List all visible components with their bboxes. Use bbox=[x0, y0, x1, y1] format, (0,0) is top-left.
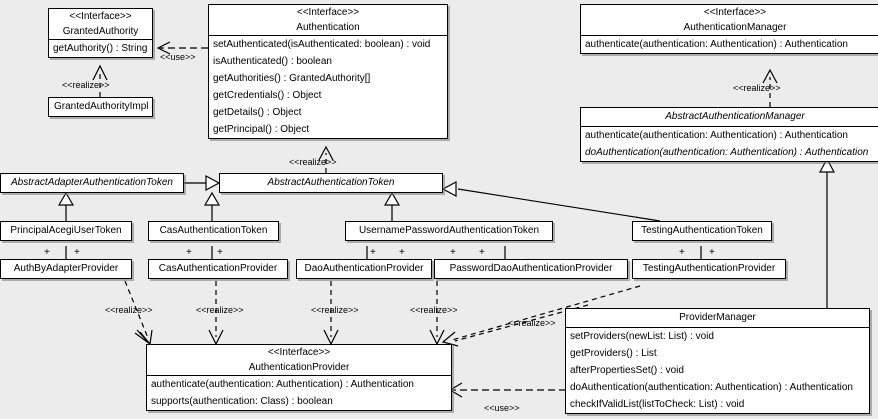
operation-row: getPrincipal() : Object bbox=[213, 124, 310, 135]
stereotype-label: <<Interface>> bbox=[267, 347, 331, 358]
operation-row: doAuthentication(authentication: Authent… bbox=[570, 382, 853, 393]
class-name-label: ProviderManager bbox=[679, 312, 756, 323]
edge-principalacegi-extends-adaptertoken bbox=[57, 191, 75, 221]
class-name-label: DaoAuthenticationProvider bbox=[304, 263, 424, 274]
edge-label-realize-passworddaoprovider: <<realize>> bbox=[410, 305, 458, 315]
class-abstract-authentication-manager[interactable]: AbstractAuthenticationManager authentica… bbox=[580, 107, 878, 162]
operation-row: getCredentials() : Object bbox=[213, 90, 322, 101]
class-principal-acegi-user-token[interactable]: PrincipalAcegiUserToken bbox=[0, 221, 132, 241]
class-name-label: AbstractAdapterAuthenticationToken bbox=[11, 177, 173, 188]
operation-row: isAuthenticated() : boolean bbox=[213, 56, 332, 67]
edge-testingtoken-extends-abstractauthtoken bbox=[441, 180, 661, 222]
class-header: <<Interface>> Authentication bbox=[209, 5, 447, 35]
class-name-label: PasswordDaoAuthenticationProvider bbox=[449, 263, 613, 274]
association-mark: + bbox=[450, 247, 456, 258]
operation-row: authenticate(authentication: Authenticat… bbox=[585, 130, 848, 141]
class-auth-by-adapter-provider[interactable]: AuthByAdapterProvider bbox=[0, 259, 132, 279]
operation-row: getProviders() : List bbox=[570, 348, 657, 359]
class-name-label: AbstractAuthenticationManager bbox=[665, 111, 805, 122]
operation-row: getAuthority() : String bbox=[53, 43, 148, 54]
operation-row: getDetails() : Object bbox=[213, 107, 302, 118]
operations-compartment: setProviders(newList: List) : void getPr… bbox=[566, 328, 869, 413]
association-mark: + bbox=[399, 247, 405, 258]
class-header: <<Interface>> AuthenticationProvider bbox=[147, 345, 451, 375]
class-name-label: CasAuthenticationProvider bbox=[158, 263, 278, 274]
compartment-divider bbox=[147, 375, 451, 376]
class-name-label: GrantedAuthority bbox=[62, 26, 139, 37]
class-username-password-authentication-token[interactable]: UsernamePasswordAuthenticationToken bbox=[345, 221, 553, 241]
association-mark: + bbox=[709, 247, 715, 258]
class-abstract-authentication-token[interactable]: AbstractAuthenticationToken bbox=[219, 173, 443, 193]
edge-label-use-providermanager: <<use>> bbox=[484, 403, 520, 413]
class-name-label: CasAuthenticationToken bbox=[159, 225, 268, 236]
compartment-divider bbox=[49, 39, 152, 40]
edge-adaptertoken-extends-abstractauthtoken bbox=[184, 174, 221, 192]
class-authentication-provider[interactable]: <<Interface>> AuthenticationProvider aut… bbox=[146, 344, 452, 411]
class-name-label: UsernamePasswordAuthenticationToken bbox=[358, 225, 540, 236]
class-header: <<Interface>> GrantedAuthority bbox=[49, 9, 152, 39]
class-abstract-adapter-authentication-token[interactable]: AbstractAdapterAuthenticationToken bbox=[0, 173, 184, 193]
class-name-label: TestingAuthenticationToken bbox=[641, 225, 763, 236]
class-name-label: AuthenticationManager bbox=[683, 22, 787, 33]
class-name-label: AbstractAuthenticationToken bbox=[267, 177, 395, 188]
operation-row: authenticate(authentication: Authenticat… bbox=[585, 39, 848, 50]
edge-providermanager-extends-abstractauthmanager bbox=[818, 157, 836, 308]
class-name-label: GrantedAuthorityImpl bbox=[54, 101, 149, 112]
class-dao-authentication-provider[interactable]: DaoAuthenticationProvider bbox=[296, 259, 432, 279]
compartment-divider bbox=[566, 327, 869, 328]
stereotype-label: <<Interface>> bbox=[69, 11, 132, 22]
association-mark: + bbox=[217, 247, 223, 258]
class-granted-authority[interactable]: <<Interface>> GrantedAuthority getAuthor… bbox=[48, 8, 153, 58]
compartment-divider bbox=[581, 126, 878, 127]
operation-row: setAuthenticated(isAuthenticated: boolea… bbox=[213, 39, 431, 50]
association-mark: + bbox=[44, 247, 50, 258]
class-authentication[interactable]: <<Interface>> Authentication setAuthenti… bbox=[208, 4, 448, 139]
operations-compartment: setAuthenticated(isAuthenticated: boolea… bbox=[209, 36, 447, 138]
edge-castoken-extends-abstractauthtoken bbox=[203, 191, 221, 221]
edge-usernamepasswordtoken-extends-abstractauthtoken bbox=[383, 191, 401, 221]
operations-compartment: authenticate(authentication: Authenticat… bbox=[581, 36, 878, 53]
association-mark: + bbox=[370, 247, 376, 258]
operation-row: afterPropertiesSet() : void bbox=[570, 365, 684, 376]
edge-label-realize-casprovider: <<realize>> bbox=[196, 305, 244, 315]
class-testing-authentication-token[interactable]: TestingAuthenticationToken bbox=[632, 221, 772, 241]
edge-label-realize-daoprovider: <<realize>> bbox=[311, 305, 359, 315]
operation-row: getAuthorities() : GrantedAuthority[] bbox=[213, 73, 371, 84]
class-provider-manager[interactable]: ProviderManager setProviders(newList: Li… bbox=[565, 308, 870, 414]
association-mark: + bbox=[74, 247, 80, 258]
edge-label-realize-grantedauthorityimpl: <<realize>> bbox=[62, 80, 110, 90]
association-mark: + bbox=[479, 247, 485, 258]
class-name-label: PrincipalAcegiUserToken bbox=[10, 225, 122, 236]
edge-label-realize-authbyadapter: <<realize>> bbox=[105, 305, 153, 315]
operation-row: setProviders(newList: List) : void bbox=[570, 331, 714, 342]
association-mark: + bbox=[186, 247, 192, 258]
edge-label-use-grantedauthority: <<use>> bbox=[160, 52, 196, 62]
stereotype-label: <<Interface>> bbox=[703, 7, 767, 18]
edge-label-realize-abstractauthtoken: <<realize>> bbox=[289, 157, 337, 167]
edge-label-realize-abstractauthmanager: <<realize>> bbox=[733, 83, 781, 93]
edge-label-realize-providermanager: <<realize>> bbox=[508, 318, 556, 328]
operations-compartment: authenticate(authentication: Authenticat… bbox=[147, 376, 451, 410]
operation-row: authenticate(authentication: Authenticat… bbox=[151, 379, 414, 390]
class-name-label: AuthByAdapterProvider bbox=[13, 263, 119, 274]
class-testing-authentication-provider[interactable]: TestingAuthenticationProvider bbox=[632, 259, 786, 279]
compartment-divider bbox=[209, 35, 447, 36]
association-mark: + bbox=[679, 247, 685, 258]
class-name-label: AuthenticationProvider bbox=[248, 362, 350, 373]
class-granted-authority-impl[interactable]: GrantedAuthorityImpl bbox=[48, 97, 153, 117]
operations-compartment: getAuthority() : String bbox=[49, 40, 152, 57]
class-header: <<Interface>> AuthenticationManager bbox=[581, 5, 878, 35]
stereotype-label: <<Interface>> bbox=[296, 7, 360, 18]
operations-compartment: authenticate(authentication: Authenticat… bbox=[581, 127, 878, 161]
compartment-divider bbox=[581, 35, 878, 36]
class-password-dao-authentication-provider[interactable]: PasswordDaoAuthenticationProvider bbox=[434, 259, 628, 279]
operation-row: checkIfValidList(listToCheck: List) : vo… bbox=[570, 399, 745, 410]
class-name-label: TestingAuthenticationProvider bbox=[642, 263, 776, 274]
operation-row: supports(authentication: Class) : boolea… bbox=[151, 396, 333, 407]
class-name-label: Authentication bbox=[296, 22, 360, 33]
class-cas-authentication-provider[interactable]: CasAuthenticationProvider bbox=[148, 259, 288, 279]
class-cas-authentication-token[interactable]: CasAuthenticationToken bbox=[148, 221, 279, 241]
operation-row: doAuthentication(authentication: Authent… bbox=[585, 147, 869, 158]
class-authentication-manager[interactable]: <<Interface>> AuthenticationManager auth… bbox=[580, 4, 878, 54]
